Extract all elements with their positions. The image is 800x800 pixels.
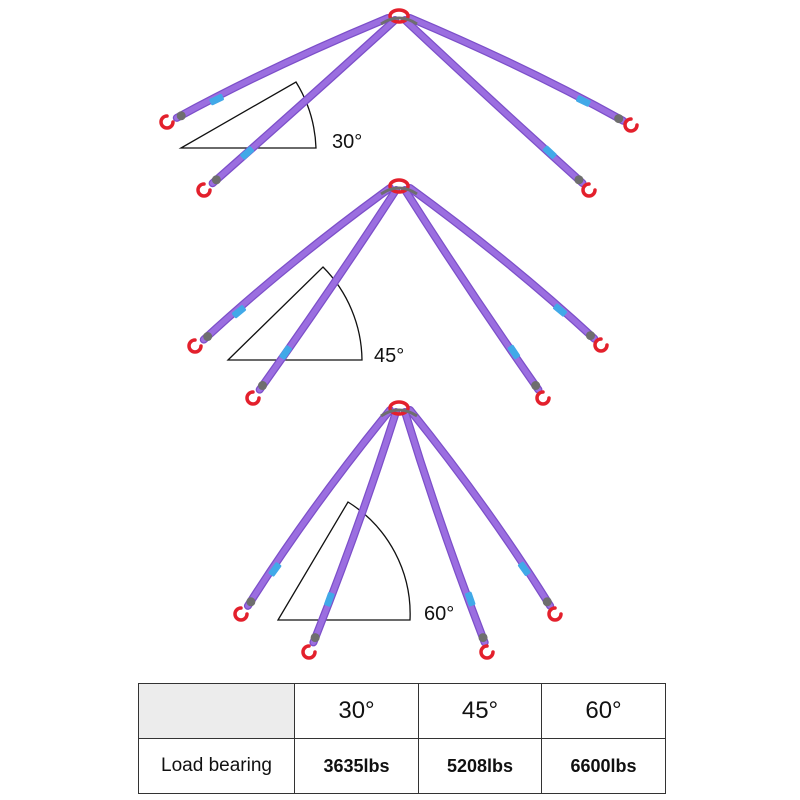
hook-fitting — [176, 111, 186, 121]
angle-wedge — [178, 81, 317, 149]
sling-leg-face — [201, 185, 393, 343]
label-tag — [324, 592, 335, 607]
label-tag — [240, 146, 255, 160]
table-corner-cell — [138, 683, 295, 739]
label-tag — [465, 591, 476, 607]
sling-leg-face — [407, 185, 598, 342]
hook-fitting — [310, 633, 320, 643]
label-tag — [268, 562, 282, 577]
angle-label-30: 30° — [332, 131, 362, 153]
hook-icon — [535, 390, 551, 406]
label-tag — [507, 344, 521, 360]
load-value-60: 6600lbs — [541, 738, 666, 794]
sling-leg-face — [402, 187, 542, 393]
table-row-load-bearing: Load bearing 3635lbs 5208lbs 6600lbs — [138, 738, 666, 794]
sub-link — [380, 186, 418, 196]
hook-fitting — [203, 332, 213, 342]
hook-icon — [159, 114, 175, 130]
hook-fitting — [614, 114, 624, 124]
label-tag — [553, 303, 568, 317]
hook-fitting — [531, 381, 541, 391]
sling-leg-face — [402, 409, 488, 646]
load-bearing-table: 30° 45° 60° Load bearing 3635lbs 5208lbs… — [138, 683, 666, 794]
label-tag — [279, 345, 292, 360]
hook-icon — [479, 644, 495, 660]
sub-link — [380, 408, 418, 418]
sling-diagram-30: 30° — [159, 8, 639, 198]
hook-icon — [593, 337, 609, 353]
sling-leg-face — [407, 15, 626, 124]
row-label-load-bearing: Load bearing — [138, 738, 295, 794]
angle-wedge — [226, 266, 363, 361]
hook-fitting — [542, 597, 552, 607]
hook-fitting — [211, 175, 221, 185]
sling-leg-face — [245, 407, 393, 609]
sling-leg-face — [402, 17, 586, 186]
table-header-row: 30° 45° 60° — [138, 683, 666, 739]
angle-label-45: 45° — [374, 345, 404, 367]
sub-link — [380, 16, 418, 26]
header-angle-45: 45° — [418, 683, 542, 739]
header-angle-30: 30° — [294, 683, 419, 739]
master-link-icon — [388, 178, 410, 194]
hook-icon — [233, 606, 249, 622]
load-value-30: 3635lbs — [294, 738, 419, 794]
label-tag — [542, 145, 557, 159]
sling-leg-face — [407, 407, 553, 609]
hook-icon — [301, 644, 317, 660]
sling-leg-face — [209, 17, 398, 186]
master-link-icon — [388, 400, 410, 416]
hook-fitting — [574, 175, 584, 185]
header-angle-60: 60° — [541, 683, 666, 739]
sling-diagram-45: 45° — [187, 178, 609, 406]
hook-icon — [187, 338, 203, 354]
sling-leg-face — [174, 15, 391, 121]
label-tag — [209, 93, 224, 106]
hook-fitting — [478, 633, 488, 643]
hook-icon — [581, 182, 597, 198]
hook-fitting — [585, 331, 595, 341]
sling-diagrams: 30° 45° 60° — [159, 8, 639, 660]
hook-icon — [245, 390, 261, 406]
sling-diagram-60: 60° — [233, 400, 563, 660]
label-tag — [517, 561, 531, 576]
label-tag — [231, 305, 247, 319]
hook-icon — [623, 117, 639, 133]
label-tag — [576, 95, 591, 107]
hook-fitting — [258, 381, 268, 391]
angle-wedge — [276, 501, 411, 621]
master-link-icon — [388, 8, 410, 24]
angle-label-60: 60° — [424, 603, 454, 625]
hook-fitting — [246, 597, 256, 607]
sling-leg-face — [256, 187, 399, 393]
hook-icon — [196, 182, 212, 198]
load-value-45: 5208lbs — [418, 738, 542, 794]
hook-icon — [547, 606, 563, 622]
sling-leg-face — [310, 409, 399, 646]
